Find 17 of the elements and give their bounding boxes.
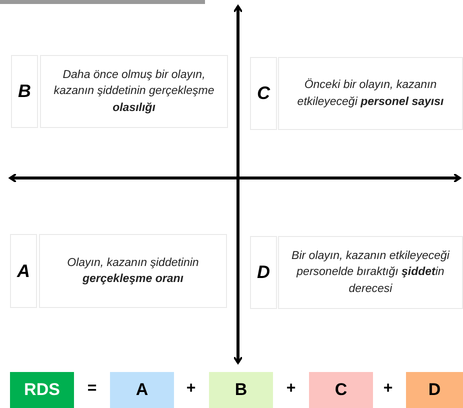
- quadrant-letter: D: [250, 236, 277, 309]
- quadrant-letter: C: [250, 57, 277, 130]
- formula-term-box: B: [209, 372, 273, 408]
- plus-sign: +: [185, 380, 197, 398]
- quadrant-text-box: Önceki bir olayın, kazanın etkileyeceği personel sayısı: [278, 57, 463, 130]
- formula-term-box: A: [110, 372, 174, 408]
- formula-result-box: RDS: [10, 372, 74, 408]
- quadrant-letter: B: [11, 55, 38, 128]
- plus-sign: +: [382, 380, 394, 398]
- formula-term-box: D: [406, 372, 463, 408]
- formula-term-box: C: [309, 372, 373, 408]
- quadrant-text-box: Olayın, kazanın şiddetinin gerçekleşme oranı: [39, 234, 227, 308]
- plus-sign: +: [285, 380, 297, 398]
- equals-sign: =: [86, 380, 98, 398]
- quadrant-letter: A: [10, 234, 37, 308]
- quadrant-text-box: Daha önce olmuş bir olayın, kazanın şiddetinin gerçekleşme olasılığı: [40, 55, 228, 128]
- quadrant-text-box: Bir olayın, kazanın etkileyeceği personelde bıraktığı şiddetin derecesi: [278, 236, 463, 309]
